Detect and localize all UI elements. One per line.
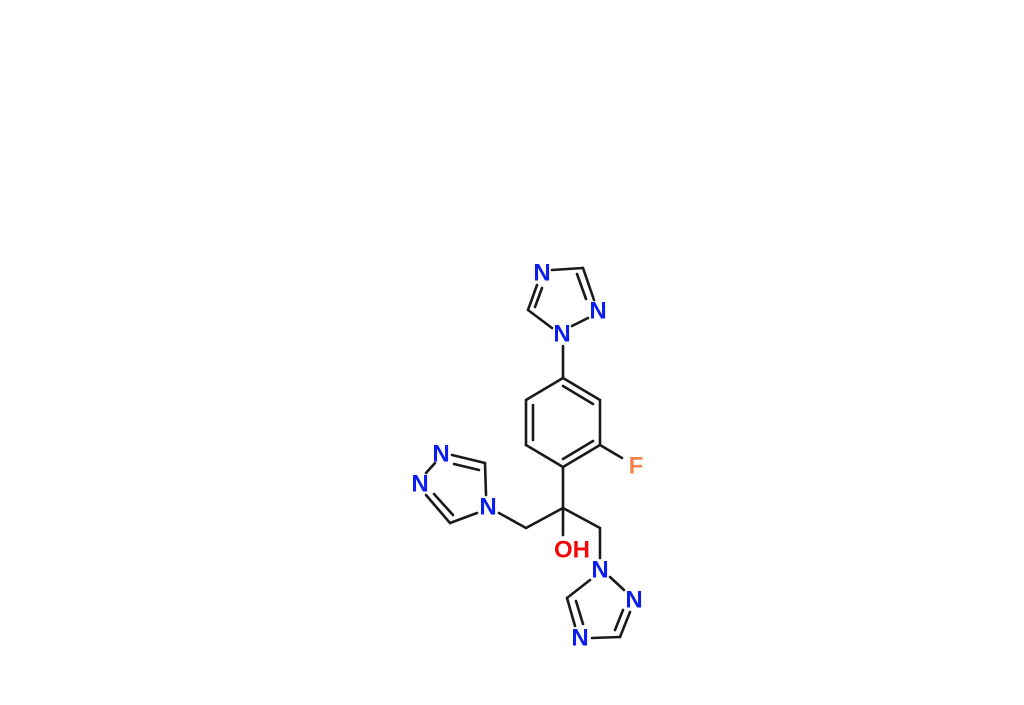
bond [497,511,528,530]
bond [524,443,565,469]
bond [574,599,585,626]
nitrogen-atom-label: N [411,471,428,498]
bond [590,635,622,640]
bond [526,308,554,330]
bond [565,596,577,628]
bond [432,492,455,517]
bonds [424,266,632,640]
bond [561,506,602,530]
nitrogen-atom-label: N [571,625,588,652]
bond [452,462,481,472]
bond [570,316,590,328]
bond [424,493,452,525]
bond [448,511,479,525]
bond [613,608,625,632]
bond [561,439,595,461]
bond [598,443,624,460]
bond [575,272,588,301]
nitrogen-atom-label: N [479,494,496,521]
nitrogen-atom-label: N [589,298,606,325]
bond [561,384,595,406]
bond [608,575,626,592]
bond [550,266,585,272]
bond [526,283,539,312]
nitrogen-atom-label: N [625,587,642,614]
nitrogen-atom-label: N [533,260,550,287]
bond [524,506,565,530]
nitrogen-atom-label: N [553,321,570,348]
atom-labels: N N N F OH N N N N N N [411,260,643,652]
nitrogen-atom-label: N [591,557,608,584]
bond [450,453,487,465]
bond [483,461,488,497]
bond [561,376,602,402]
bond [561,443,602,469]
nitrogen-atom-label: N [432,441,449,468]
bond [424,461,437,475]
bond [618,610,632,639]
fluorine-atom-label: F [629,453,644,480]
bond [533,286,544,309]
bond [565,578,592,600]
bond [581,266,596,302]
hydroxyl-label: OH [554,537,590,564]
bond [524,376,565,402]
